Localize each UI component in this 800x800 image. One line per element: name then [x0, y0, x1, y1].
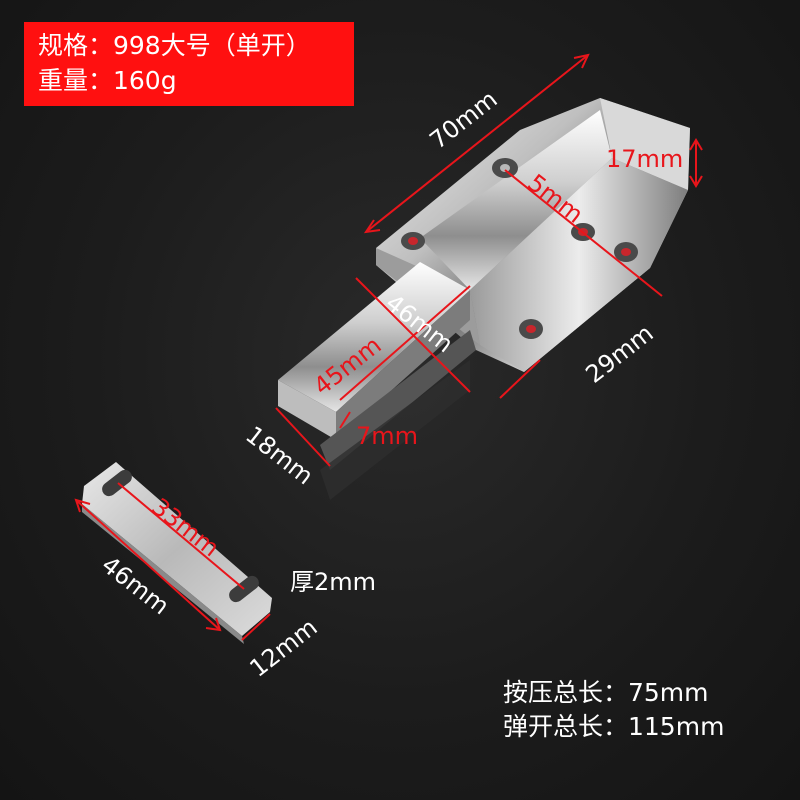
press-length-line: 按压总长：75mm	[503, 678, 709, 707]
open-length-line: 弹开总长：115mm	[503, 712, 725, 741]
dim-18mm-label: 18mm	[240, 421, 318, 491]
dimension-lines	[74, 53, 703, 641]
dim-29mm-label: 29mm	[580, 319, 658, 389]
dim-70mm-label: 70mm	[424, 85, 502, 155]
dim-7mm-label: 7mm	[356, 422, 418, 450]
total-length-info: 按压总长：75mm 弹开总长：115mm	[503, 676, 724, 744]
thickness-label: 厚2mm	[290, 568, 376, 596]
spec-model-line: 规格：998大号（单开）	[38, 31, 311, 60]
dim-17mm-label: 17mm	[606, 145, 683, 173]
spec-banner: 规格：998大号（单开） 重量：160g	[24, 22, 354, 106]
latch-plunger	[278, 262, 476, 500]
spec-weight-line: 重量：160g	[38, 66, 177, 95]
